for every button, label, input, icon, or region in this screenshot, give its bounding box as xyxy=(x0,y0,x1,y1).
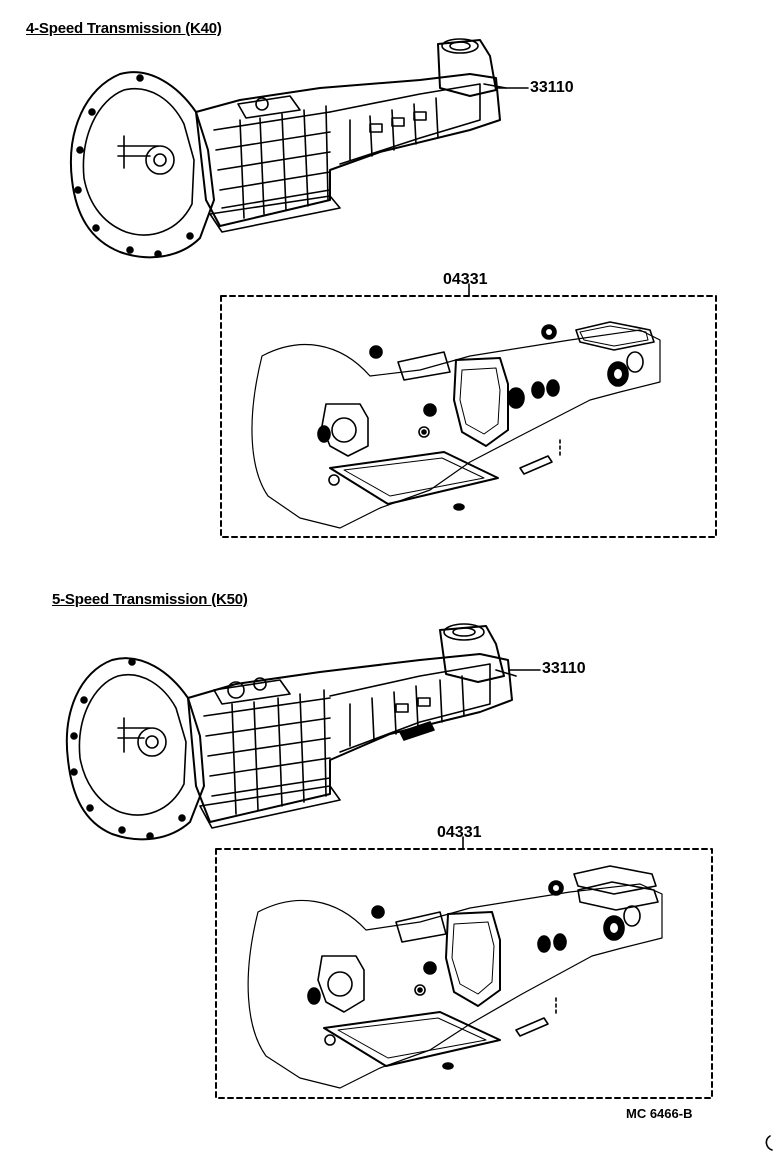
gasket-kit-box-k50 xyxy=(215,836,713,1099)
part-number-label-33110-k40: 33110 xyxy=(530,79,574,96)
gasket-kit-box-k40 xyxy=(220,283,717,538)
part-number-label-04331-k50: 04331 xyxy=(437,824,482,841)
section-title-k40: 4-Speed Transmission (K40) xyxy=(26,20,222,37)
figure-code: MC 6466-B xyxy=(626,1106,693,1121)
part-number-label-04331-k40: 04331 xyxy=(443,271,488,288)
corner-mark xyxy=(765,1135,773,1151)
section-title-k50: 5-Speed Transmission (K50) xyxy=(52,591,248,608)
transmission-assembly-k50 xyxy=(65,623,541,841)
part-number-label-33110-k50: 33110 xyxy=(542,660,586,677)
transmission-assembly-k40 xyxy=(70,38,529,259)
